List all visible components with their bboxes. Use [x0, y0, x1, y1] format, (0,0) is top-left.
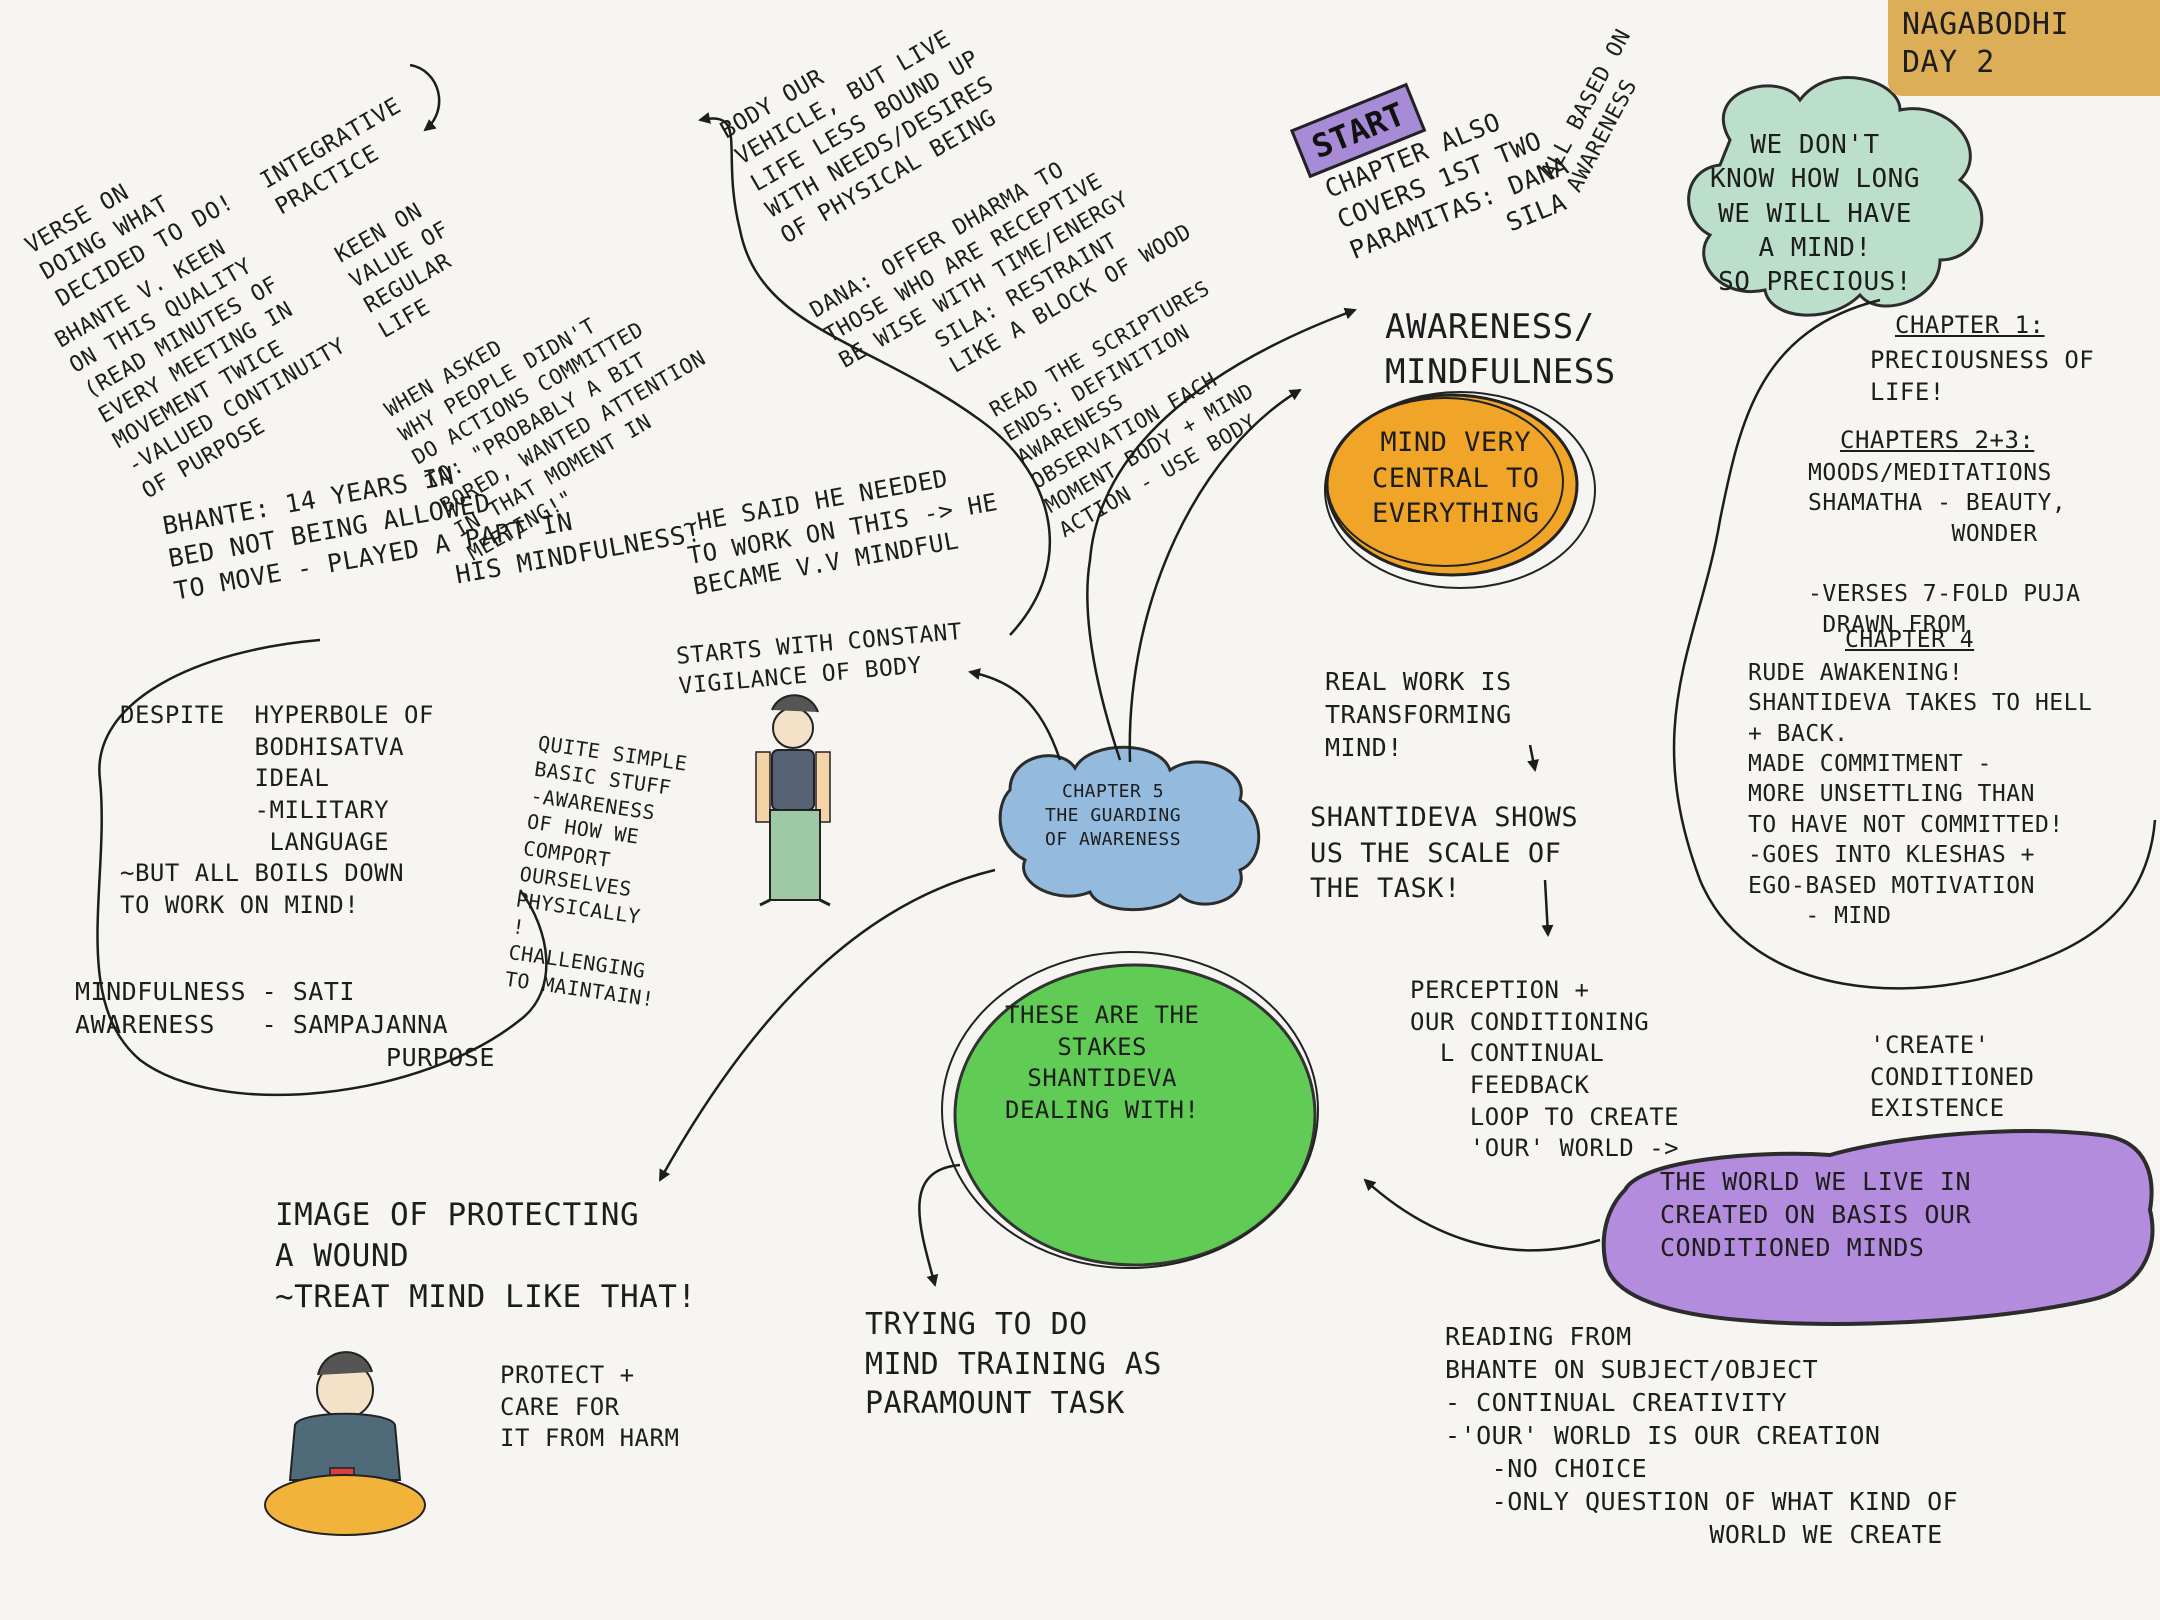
- chapter1-title: CHAPTER 1:: [1895, 311, 2045, 339]
- despite-text: DESPITE HYPERBOLE OF BODHISATVA IDEAL -M…: [120, 701, 434, 920]
- purple-cloud-text: THE WORLD WE LIVE IN CREATED ON BASIS OU…: [1660, 1167, 1972, 1262]
- scale-text: SHANTIDEVA SHOWS US THE SCALE OF THE TAS…: [1310, 802, 1579, 905]
- perception-text: PERCEPTION + OUR CONDITIONING L CONTINUA…: [1410, 976, 1680, 1163]
- chapters23-title: CHAPTERS 2+3:: [1840, 426, 2035, 454]
- mindfulness-sati-text: MINDFULNESS - SATI AWARENESS - SAMPAJANN…: [75, 977, 495, 1072]
- awareness-title: AWARENESS/ MINDFULNESS: [1385, 307, 1616, 392]
- mind-central-text: MIND VERY CENTRAL TO EVERYTHING: [1372, 427, 1540, 530]
- purple-cloud: [1601, 1129, 2155, 1326]
- standing-figure-icon: [755, 694, 831, 907]
- green-circle: [953, 963, 1317, 1267]
- reading-text: READING FROM BHANTE ON SUBJECT/OBJECT - …: [1445, 1322, 1959, 1549]
- stakes-text: THESE ARE THE STAKES SHANTIDEVA DEALING …: [1005, 1001, 1200, 1125]
- session-tag-label: NAGABODHI DAY 2: [1902, 7, 2070, 80]
- seated-figure-icon: [264, 1351, 426, 1536]
- center-cloud-label: CHAPTER 5 THE GUARDING OF AWARENESS: [1045, 781, 1182, 850]
- center-cloud: [998, 745, 1261, 912]
- trying-text: TRYING TO DO MIND TRAINING AS PARAMOUNT …: [865, 1307, 1162, 1422]
- precious-cloud-text: WE DON'T KNOW HOW LONG WE WILL HAVE A MI…: [1710, 130, 1920, 298]
- green-cloud-top-right: [1687, 76, 1984, 317]
- chapter1-body: PRECIOUSNESS OF LIFE!: [1870, 346, 2095, 406]
- session-tag: NAGABODHI DAY 2: [1888, 0, 2160, 96]
- image-wound-text: IMAGE OF PROTECTING A WOUND ~TREAT MIND …: [275, 1197, 697, 1315]
- chapter4-text: CHAPTER 4: [1845, 627, 1975, 653]
- create-text: 'CREATE' CONDITIONED EXISTENCE: [1870, 1031, 2035, 1123]
- rude-awakening-text: RUDE AWAKENING! SHANTIDEVA TAKES TO HELL…: [1748, 660, 2093, 929]
- real-work-text: REAL WORK IS TRANSFORMING MIND!: [1325, 667, 1512, 762]
- protect-text: PROTECT + CARE FOR IT FROM HARM: [500, 1361, 680, 1453]
- moods-text: MOODS/MEDITATIONS SHAMATHA - BEAUTY, WON…: [1808, 460, 2081, 638]
